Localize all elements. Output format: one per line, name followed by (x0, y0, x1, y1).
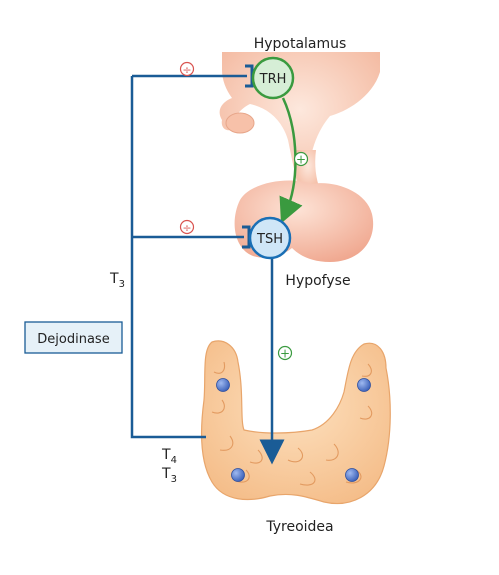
thyroid-dots (216, 378, 371, 482)
feedback-loop (130, 74, 247, 439)
deiodinase-label: Dejodinase (37, 332, 109, 347)
thyroid-gland (201, 340, 391, 505)
trh-node (251, 56, 295, 100)
thyroid-dot (357, 378, 371, 392)
inhibit-tsh-sign-text: ÷ (182, 222, 191, 235)
thyroid-dot (345, 468, 359, 482)
stimulate-thyroid-sign-text: + (280, 347, 290, 361)
t3-output-label: T3 (161, 466, 177, 485)
inhibit-trh-sign-text: ÷ (182, 64, 191, 77)
thyroid-dot (231, 468, 245, 482)
pituitary-label: Hypofyse (285, 273, 350, 289)
thyroid-dot (216, 378, 230, 392)
tsh-label: TSH (256, 232, 283, 247)
inhibit-tsh-sign: ÷ (179, 219, 195, 235)
stimulate-tsh-sign-text: + (296, 153, 306, 167)
t3-output-main: T (161, 466, 171, 482)
t4-output-label: T4 (161, 447, 177, 466)
stimulate-thyroid-sign: + (277, 345, 293, 361)
deiodinase-box (24, 321, 123, 354)
stimulate-tsh-sign: + (293, 151, 309, 167)
trh-label: TRH (259, 72, 287, 87)
t3-feedback-sub: 3 (119, 279, 125, 290)
tsh-node (248, 216, 292, 260)
t3-feedback-main: T (109, 271, 119, 287)
t3-feedback-label: T3 (109, 271, 125, 290)
t4-output-main: T (161, 447, 171, 463)
t3-output-sub: 3 (171, 474, 177, 485)
inhibit-trh-sign: ÷ (179, 61, 195, 77)
hypothalamus-lobe (225, 112, 255, 134)
hypothalamus-label: Hypotalamus (254, 36, 347, 52)
thyroid-label: Tyreoidea (265, 519, 333, 535)
t4-output-sub: 4 (171, 455, 177, 466)
